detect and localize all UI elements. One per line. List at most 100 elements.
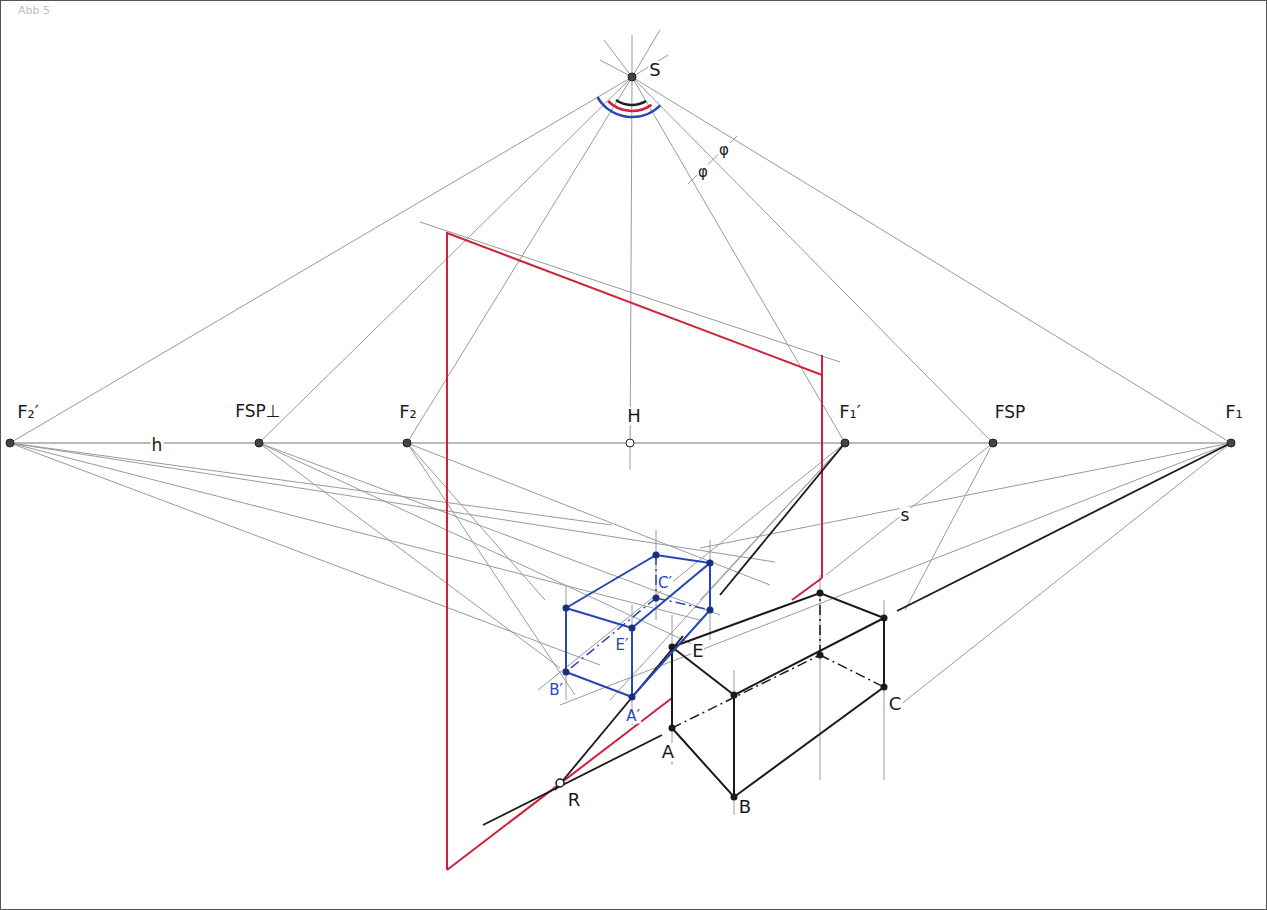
angle-arcs [597,97,660,117]
box-edge [672,593,884,647]
point [403,439,411,447]
vanishing-ray [900,443,1231,705]
vanishing-ray [610,443,845,700]
point [653,552,660,559]
point-label: F₂ [398,403,418,421]
point [731,692,738,699]
point [629,694,636,701]
vanishing-ray [10,443,700,620]
point-label: φ [718,143,730,158]
vanishing-ray [259,443,720,615]
box-edge [566,555,710,608]
construction-lines [10,30,1231,815]
vanishing-ray [826,443,993,575]
vanishing-ray [700,443,1231,548]
projection-ray [720,443,845,595]
box-points [556,590,888,801]
hidden-edges [566,555,710,672]
hidden-edge [656,598,710,610]
projection-ray [483,735,662,825]
point [255,439,263,447]
vanishing-ray [538,443,845,690]
plane-edge [821,355,823,578]
sight-ray [604,40,632,77]
angle-arc [616,100,646,105]
point-label: F₁′ [838,403,862,421]
point [817,652,824,659]
point-label: C′ [657,576,673,591]
point-label: A [661,743,675,761]
point [989,439,997,447]
horizon-points [6,73,1235,447]
box-edge [672,618,884,797]
point-label: A′ [625,709,641,724]
point-label: C [888,695,903,713]
point-label: E′ [615,638,630,653]
angle-tick [688,136,737,184]
point-label: FSP⊥ [234,403,281,420]
point [707,560,714,567]
vertical-guide [820,575,821,780]
angle-arc [608,101,652,111]
point [563,605,570,612]
point [707,607,714,614]
point [881,684,888,691]
point-label: h [151,437,164,454]
point [731,794,738,801]
point-label: B [738,798,752,816]
horizon-line [10,443,1231,444]
point [841,439,849,447]
point-label: s [900,507,911,524]
point [881,615,888,622]
vanishing-ray [259,443,705,650]
sight-ray [632,77,1231,443]
point-label: R [567,791,582,809]
sight-ray [632,35,633,77]
point [629,625,636,632]
point-label: S [648,61,661,79]
point-label: F₂′ [16,403,40,421]
plane-edge [447,698,672,870]
point-label: Abb 5 [17,5,51,16]
box-edge [566,563,710,697]
hidden-edge [819,593,821,655]
point-label: F₁ [1224,403,1244,421]
sight-ray [10,77,632,443]
vanishing-ray [10,443,612,525]
projection-lines [483,443,1231,825]
vanishing-ray [259,443,560,668]
hidden-edge [820,655,884,687]
vanishing-ray [407,443,545,600]
angle-arc [597,97,660,117]
vanishing-ray [407,443,770,585]
point-label: H [626,407,642,425]
object-box [556,590,888,801]
point [563,669,570,676]
point [669,725,676,732]
vanishing-ray [560,443,1231,705]
image-box [563,552,714,701]
vanishing-ray [420,222,840,362]
point [1227,439,1235,447]
hidden-edge [672,655,820,728]
point-label: FSP [994,404,1027,421]
hidden-edges [672,593,884,728]
sight-ray [259,77,632,443]
point [6,439,14,447]
vanishing-ray [10,443,775,562]
point [817,590,824,597]
box-points [563,552,714,701]
point [628,73,636,81]
hidden-edge [566,598,656,672]
point-label: φ [697,165,709,180]
sight-ray [632,77,993,443]
point-label: B′ [548,683,564,698]
projection-ray [897,443,1231,611]
point [653,595,660,602]
projection-ray [555,636,683,790]
sight-ray [600,60,632,77]
point [626,439,634,447]
